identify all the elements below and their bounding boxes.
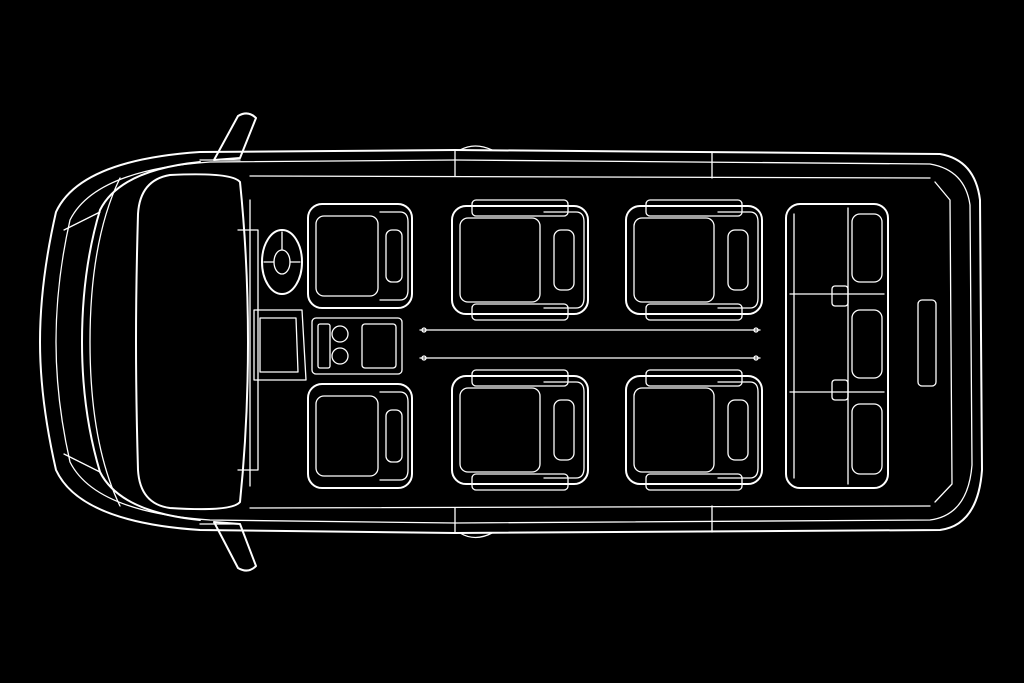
seat-front-passenger <box>307 383 413 489</box>
seat-row2-left <box>451 199 589 321</box>
van-body <box>39 149 983 534</box>
steering-wheel <box>261 229 303 295</box>
rear-bench-seat <box>785 203 889 489</box>
side-trim-top <box>249 145 931 179</box>
side-trim-bottom <box>249 505 931 539</box>
side-mirror-right <box>199 521 257 572</box>
windshield <box>135 173 249 511</box>
center-console <box>253 309 403 381</box>
hood <box>63 161 201 521</box>
seat-row2-right <box>451 369 589 491</box>
floor-rails <box>419 327 761 361</box>
seat-row3-left <box>625 199 763 321</box>
seat-row3-right <box>625 369 763 491</box>
dashboard <box>237 199 259 487</box>
side-mirror-left <box>199 112 257 161</box>
seat-driver <box>307 203 413 309</box>
rear-end <box>917 181 953 503</box>
